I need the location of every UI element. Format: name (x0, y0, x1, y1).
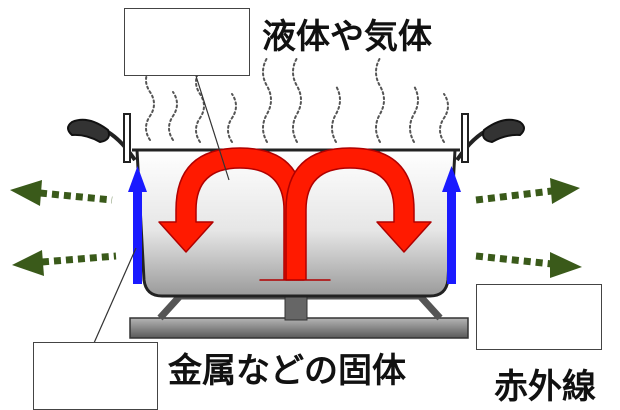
radiation-arrow-icon (10, 178, 582, 278)
steam-icon (145, 57, 449, 143)
answer-box-infrared[interactable] (476, 284, 602, 350)
burner-icon (129, 292, 469, 339)
convection-arrow-icon (158, 147, 432, 281)
answer-box-liquid-gas[interactable] (124, 8, 250, 76)
right-handle (455, 113, 525, 163)
left-handle (67, 113, 137, 163)
leader-lines (93, 75, 230, 344)
label-infrared: 赤外線 (494, 367, 596, 407)
label-solid-metal: 金属などの固体 (168, 351, 406, 391)
answer-box-solid[interactable] (33, 342, 158, 410)
conduction-arrow-icon (128, 166, 461, 284)
label-liquid-gas: 液体や気体 (262, 17, 432, 57)
